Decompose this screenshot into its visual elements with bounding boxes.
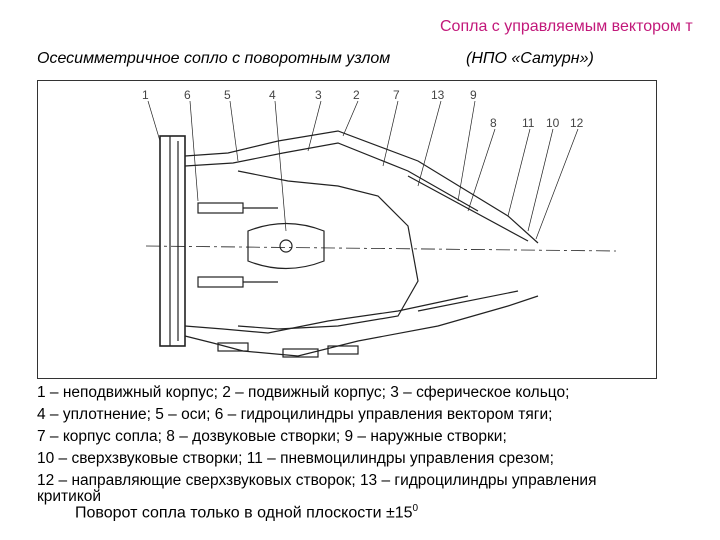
nozzle-body xyxy=(237,170,419,330)
callout-7: 7 xyxy=(393,88,400,102)
callout-2: 2 xyxy=(353,88,360,102)
leader-line xyxy=(229,100,239,162)
leader-line xyxy=(535,128,579,240)
upper-contour-inner xyxy=(184,142,479,212)
legend: 1 – неподвижный корпус; 2 – подвижный ко… xyxy=(37,382,707,508)
nozzle-diagram: 1 6 5 4 3 2 7 13 9 8 11 10 12 xyxy=(37,80,657,379)
manufacturer-caption: (НПО «Сатурн») xyxy=(466,50,594,67)
fixed-housing xyxy=(159,135,186,347)
leader-line xyxy=(307,100,322,152)
axis-centerline xyxy=(145,245,617,252)
callout-13: 13 xyxy=(431,88,445,102)
callout-3: 3 xyxy=(315,88,322,102)
actuator xyxy=(197,276,244,288)
leader-line xyxy=(457,100,476,202)
callout-1: 1 xyxy=(142,88,149,102)
callout-11: 11 xyxy=(522,116,535,130)
leader-line xyxy=(342,100,359,137)
legend-line: 1 – неподвижный корпус; 2 – подвижный ко… xyxy=(37,384,570,401)
nozzle-drawing: 1 6 5 4 3 2 7 13 9 8 11 10 12 xyxy=(142,88,617,358)
callout-6: 6 xyxy=(184,88,191,102)
leader-line xyxy=(467,128,496,212)
upper-contour xyxy=(184,130,539,244)
leader-line xyxy=(189,100,199,202)
leader-line xyxy=(527,128,554,232)
footnote: Поворот сопла только в одной плоскости ±… xyxy=(75,503,418,522)
leader-line xyxy=(274,100,287,232)
leader-line xyxy=(382,100,399,167)
leader-line xyxy=(417,100,442,187)
callout-12: 12 xyxy=(570,116,584,130)
legend-line: 12 – направляющие сверхзвуковых створок;… xyxy=(37,472,597,489)
degree-sup: 0 xyxy=(412,503,419,514)
callout-9: 9 xyxy=(470,88,477,102)
diagram-caption: Осесимметричное сопло с поворотным узлом xyxy=(37,50,391,67)
lower-contour xyxy=(184,295,539,357)
legend-line: 10 – сверхзвуковые створки; 11 – пневмоц… xyxy=(37,450,554,467)
actuator xyxy=(282,348,319,358)
callout-4: 4 xyxy=(269,88,276,102)
leader-line xyxy=(147,100,161,142)
actuator xyxy=(197,202,244,214)
footnote-text: Поворот сопла только в одной плоскости ±… xyxy=(75,504,413,522)
pivot-housing xyxy=(247,222,325,270)
callout-8: 8 xyxy=(490,116,497,130)
actuator xyxy=(217,342,249,352)
legend-line: критикой xyxy=(37,488,102,505)
legend-line: 7 – корпус сопла; 8 – дозвуковые створки… xyxy=(37,428,507,445)
slide-title: Сопла с управляемым вектором т xyxy=(440,18,693,35)
actuator xyxy=(327,345,359,355)
legend-line: 4 – уплотнение; 5 – оси; 6 – гидроцилинд… xyxy=(37,406,553,423)
leader-line xyxy=(507,128,531,217)
callout-5: 5 xyxy=(224,88,231,102)
lower-contour-inner xyxy=(184,295,469,334)
outer-flap xyxy=(417,290,519,312)
outer-flap xyxy=(407,175,529,242)
callout-10: 10 xyxy=(546,116,560,130)
pivot xyxy=(279,239,293,253)
